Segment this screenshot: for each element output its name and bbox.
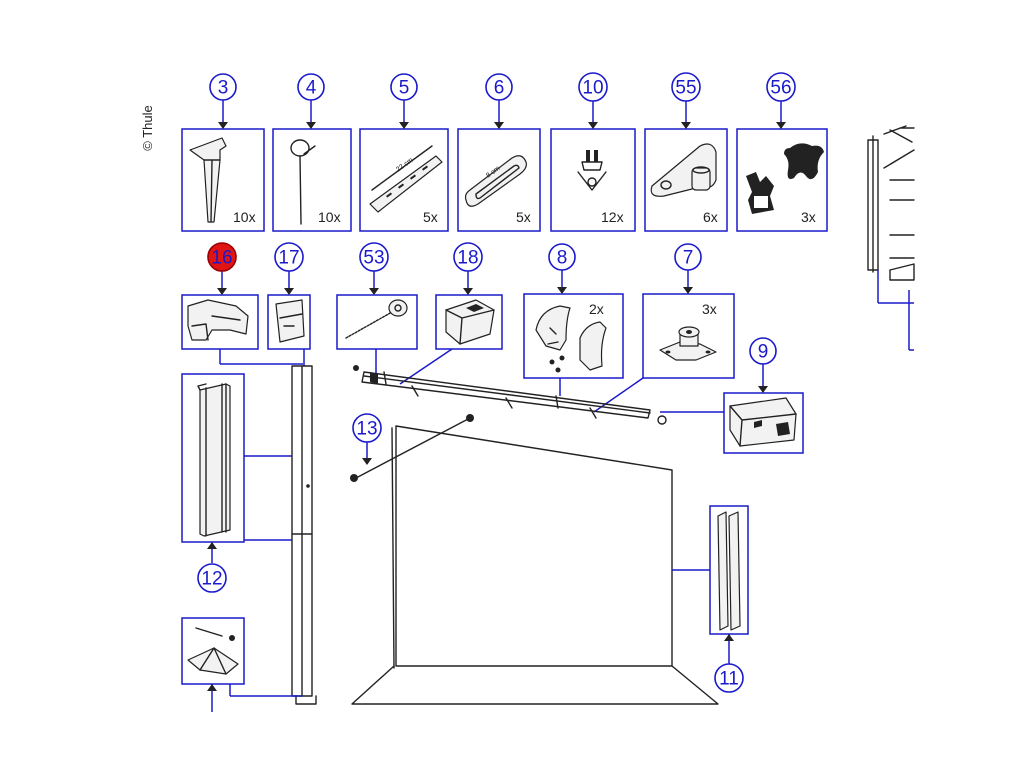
- copyright-text: © Thule: [140, 105, 155, 150]
- part-55-quantity: 6x: [703, 209, 718, 225]
- svg-text:7: 7: [683, 248, 694, 269]
- callout-18[interactable]: 18: [453, 242, 483, 272]
- side-panel-assembly-partial: [867, 125, 915, 351]
- drive-unit-icon: [729, 397, 797, 447]
- pole-clip-icon: [275, 299, 305, 343]
- svg-text:10: 10: [582, 78, 603, 99]
- callout-17[interactable]: 17: [274, 242, 304, 272]
- awning-pole: [291, 365, 317, 705]
- part-17-box[interactable]: [267, 270, 311, 366]
- callout-8[interactable]: 8: [548, 243, 576, 271]
- end-cap-clip-icon: [187, 299, 249, 341]
- callout-9[interactable]: 9: [749, 337, 777, 365]
- svg-text:56: 56: [770, 78, 791, 99]
- part-10-box[interactable]: 12x: [550, 100, 636, 232]
- svg-text:11: 11: [719, 669, 739, 690]
- part-9-box[interactable]: [660, 364, 804, 454]
- part-6-quantity: 5x: [516, 209, 531, 225]
- callout-5[interactable]: 5: [390, 73, 418, 101]
- side-rail-profile-icon: [197, 383, 231, 537]
- end-caps-screws-icon: [535, 305, 607, 373]
- part-53-box[interactable]: [336, 270, 418, 374]
- part-4-box[interactable]: 10x: [272, 100, 352, 232]
- part-10-quantity: 12x: [601, 209, 624, 225]
- callout-7[interactable]: 7: [674, 243, 702, 271]
- part-55-box[interactable]: 6x: [644, 100, 728, 232]
- awning-rail-assembly: [353, 365, 667, 425]
- callout-56[interactable]: 56: [766, 72, 796, 102]
- callout-12[interactable]: 12: [197, 563, 227, 593]
- pole-foot-box[interactable]: [181, 617, 302, 712]
- part-4-quantity: 10x: [318, 209, 341, 225]
- part-7-box[interactable]: 3x: [593, 270, 735, 413]
- callout-6[interactable]: 6: [485, 73, 513, 101]
- part-11-box[interactable]: [672, 505, 749, 664]
- svg-text:17: 17: [278, 248, 299, 269]
- strap-loop-icon: 8 cm: [464, 155, 527, 207]
- svg-text:5: 5: [399, 78, 410, 99]
- part-7-quantity: 3x: [702, 301, 717, 317]
- svg-text:6: 6: [494, 78, 505, 99]
- screw-clip-icon: [577, 150, 607, 191]
- callout-3[interactable]: 3: [209, 73, 237, 101]
- peg-icon: [189, 137, 227, 223]
- part-3-quantity: 10x: [233, 209, 256, 225]
- callout-10[interactable]: 10: [578, 72, 608, 102]
- rail-end-block-icon: [445, 299, 495, 345]
- callout-55[interactable]: 55: [671, 72, 701, 102]
- svg-text:13: 13: [356, 419, 377, 440]
- svg-text:12: 12: [201, 569, 222, 590]
- part-6-box[interactable]: 8 cm 5x: [457, 100, 541, 232]
- callout-13[interactable]: 13: [352, 413, 382, 443]
- svg-text:16: 16: [211, 248, 232, 269]
- part-56-box[interactable]: 3x: [736, 100, 828, 232]
- svg-text:3: 3: [218, 78, 229, 99]
- svg-text:18: 18: [457, 248, 478, 269]
- svg-text:9: 9: [758, 342, 769, 363]
- part-8-box[interactable]: 2x: [523, 270, 624, 396]
- end-profile-pair-icon: [717, 511, 741, 631]
- callout-53[interactable]: 53: [359, 242, 389, 272]
- tensioner-buckle-icon: [746, 143, 824, 214]
- part-56-quantity: 3x: [801, 209, 816, 225]
- callout-11[interactable]: 11: [714, 663, 744, 693]
- part-18-box[interactable]: [399, 270, 503, 385]
- svg-text:53: 53: [363, 248, 384, 269]
- svg-text:4: 4: [306, 78, 317, 99]
- tension-rod-assembly: [350, 414, 474, 482]
- pole-foot-icon: [187, 627, 239, 675]
- callout-4[interactable]: 4: [297, 73, 325, 101]
- part-5-box[interactable]: 22 cm 5x: [359, 100, 449, 232]
- svg-text:55: 55: [675, 78, 696, 99]
- mounting-foot-icon: [659, 326, 717, 361]
- bracket-icon: [650, 143, 717, 197]
- part-5-quantity: 5x: [423, 209, 438, 225]
- hook-pin-icon: [290, 139, 316, 225]
- part-3-box[interactable]: 10x: [181, 100, 265, 232]
- part-12-box[interactable]: [181, 373, 292, 563]
- eye-bolt-icon: [345, 299, 408, 339]
- part-8-quantity: 2x: [589, 301, 604, 317]
- svg-text:8: 8: [557, 248, 568, 269]
- part-16-box[interactable]: [181, 270, 303, 365]
- callout-16-highlighted[interactable]: 16: [207, 242, 237, 272]
- side-wall-panel: [351, 425, 719, 705]
- part-13-callout-line: [362, 441, 372, 465]
